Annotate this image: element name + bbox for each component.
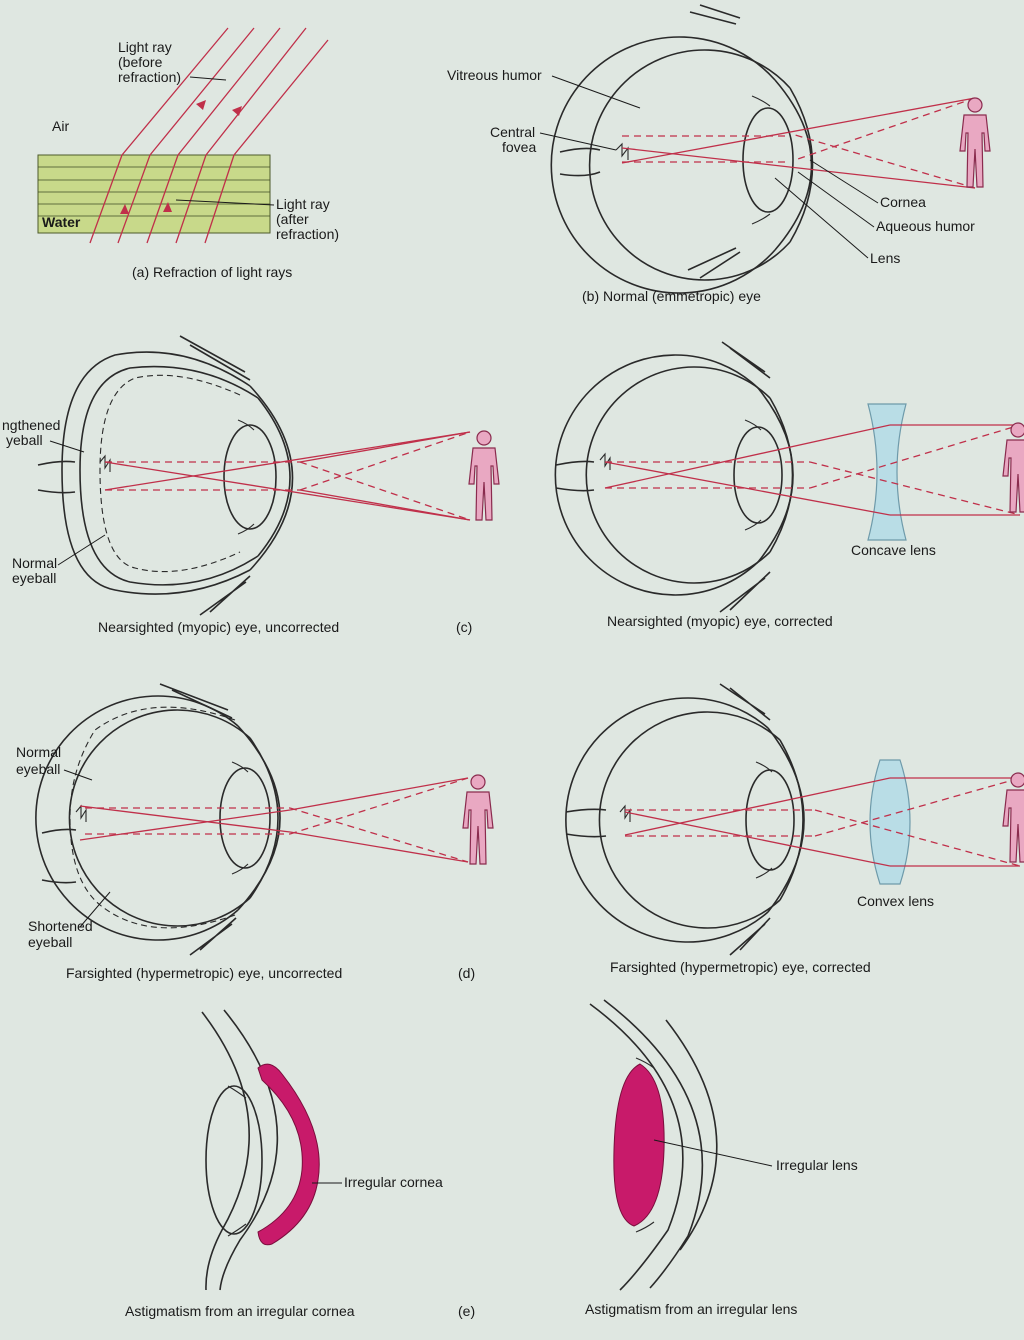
rays-b xyxy=(621,97,976,189)
label-water: Water xyxy=(42,214,81,230)
leader-normal-d xyxy=(63,769,93,781)
label-light-after-2: (after xyxy=(276,211,309,227)
ray-arrows xyxy=(120,100,242,214)
person-figure-c-right xyxy=(1002,422,1024,513)
panel-e-irregular-lens: Irregular lens Astigmatism from an irreg… xyxy=(585,999,858,1317)
caption-d-left: Farsighted (hypermetropic) eye, uncorrec… xyxy=(66,965,342,981)
label-lens: Lens xyxy=(870,250,900,266)
label-normal-d-2: eyeball xyxy=(16,761,60,777)
leader-cornea xyxy=(809,159,879,204)
eyeball-d-right xyxy=(565,683,805,956)
label-convex: Convex lens xyxy=(857,893,934,909)
label-light-after-1: Light ray xyxy=(276,196,330,212)
leader-normal-c xyxy=(57,534,106,566)
label-normal-c-2: eyeball xyxy=(12,570,56,586)
label-concave: Concave lens xyxy=(851,542,936,558)
caption-c-left: Nearsighted (myopic) eye, uncorrected xyxy=(98,619,339,635)
person-figure-c-left xyxy=(468,430,500,521)
label-lengthened-2: yeball xyxy=(6,432,43,448)
irregular-lens-shape xyxy=(613,1063,665,1227)
caption-d-right: Farsighted (hypermetropic) eye, correcte… xyxy=(610,959,871,975)
person-figure-d-left xyxy=(462,774,494,865)
caption-c-letter: (c) xyxy=(456,619,472,635)
label-light-before-1: Light ray xyxy=(118,39,172,55)
leader-lengthened xyxy=(49,440,85,453)
leader-irregular-lens xyxy=(653,1139,773,1167)
label-air: Air xyxy=(52,118,69,134)
panel-c-myopic-uncorrected: ngthened yeball Normal eyeball Nearsight… xyxy=(2,335,500,635)
label-shortened-1: Shortened xyxy=(28,918,93,934)
label-aqueous: Aqueous humor xyxy=(876,218,975,234)
label-shortened-2: eyeball xyxy=(28,934,72,950)
label-vitreous: Vitreous humor xyxy=(447,67,542,83)
label-light-after-3: refraction) xyxy=(276,226,339,242)
caption-a: (a) Refraction of light rays xyxy=(132,264,292,280)
eyeball-b xyxy=(550,4,814,294)
label-normal-c-1: Normal xyxy=(12,555,57,571)
leader-fovea xyxy=(539,132,617,151)
label-lengthened-1: ngthened xyxy=(2,417,60,433)
caption-e-left: Astigmatism from an irregular cornea xyxy=(125,1303,355,1319)
label-light-before-3: refraction) xyxy=(118,69,181,85)
concave-lens xyxy=(867,403,907,541)
eyeball-c-right xyxy=(554,341,794,613)
label-fovea-2: fovea xyxy=(502,139,536,155)
caption-d-letter: (d) xyxy=(458,965,475,981)
panel-b-normal-eye: Vitreous humor Central fovea Cornea Aque… xyxy=(447,4,991,304)
leader-vitreous xyxy=(551,75,641,109)
caption-c-right: Nearsighted (myopic) eye, corrected xyxy=(607,613,833,629)
person-figure-d-right xyxy=(1002,772,1024,863)
caption-b: (b) Normal (emmetropic) eye xyxy=(582,288,761,304)
label-irregular-lens: Irregular lens xyxy=(776,1157,858,1173)
label-irregular-cornea: Irregular cornea xyxy=(344,1174,443,1190)
leader-shortened xyxy=(79,891,111,928)
panel-c-myopic-corrected: Concave lens Nearsighted (myopic) eye, c… xyxy=(554,341,1024,629)
panel-d-hyperopic-uncorrected: Normal eyeball Shortened eyeball Farsigh… xyxy=(16,683,494,981)
panel-e-irregular-cornea: Irregular cornea Astigmatism from an irr… xyxy=(125,1009,475,1319)
rays-d-right xyxy=(624,777,1021,867)
leader-aqueous xyxy=(797,171,875,228)
rays-d-left xyxy=(79,777,469,863)
person-figure-b xyxy=(959,97,991,188)
caption-e-right: Astigmatism from an irregular lens xyxy=(585,1301,797,1317)
refracted-light-rays xyxy=(89,27,329,244)
label-light-before-2: (before xyxy=(118,54,163,70)
rays-c-right xyxy=(604,424,1021,516)
water-lines xyxy=(38,166,270,217)
outer-sclera-e-left xyxy=(201,1011,250,1291)
leader-before xyxy=(189,76,227,81)
eyeball-c-left xyxy=(37,335,294,616)
caption-e-letter: (e) xyxy=(458,1303,475,1319)
irregular-cornea-shape xyxy=(257,1063,320,1246)
leader-lens xyxy=(774,177,869,259)
water-block xyxy=(37,154,271,234)
rays-c-left xyxy=(104,431,471,521)
label-fovea-1: Central xyxy=(490,124,535,140)
eyeball-d-left xyxy=(35,683,281,956)
convex-lens xyxy=(869,759,911,885)
panel-d-hyperopic-corrected: Convex lens Farsighted (hypermetropic) e… xyxy=(565,683,1024,975)
panel-a-refraction: Light ray (before refraction) Air Water … xyxy=(37,27,339,280)
leader-after xyxy=(175,199,275,206)
label-normal-d-1: Normal xyxy=(16,744,61,760)
label-cornea: Cornea xyxy=(880,194,926,210)
